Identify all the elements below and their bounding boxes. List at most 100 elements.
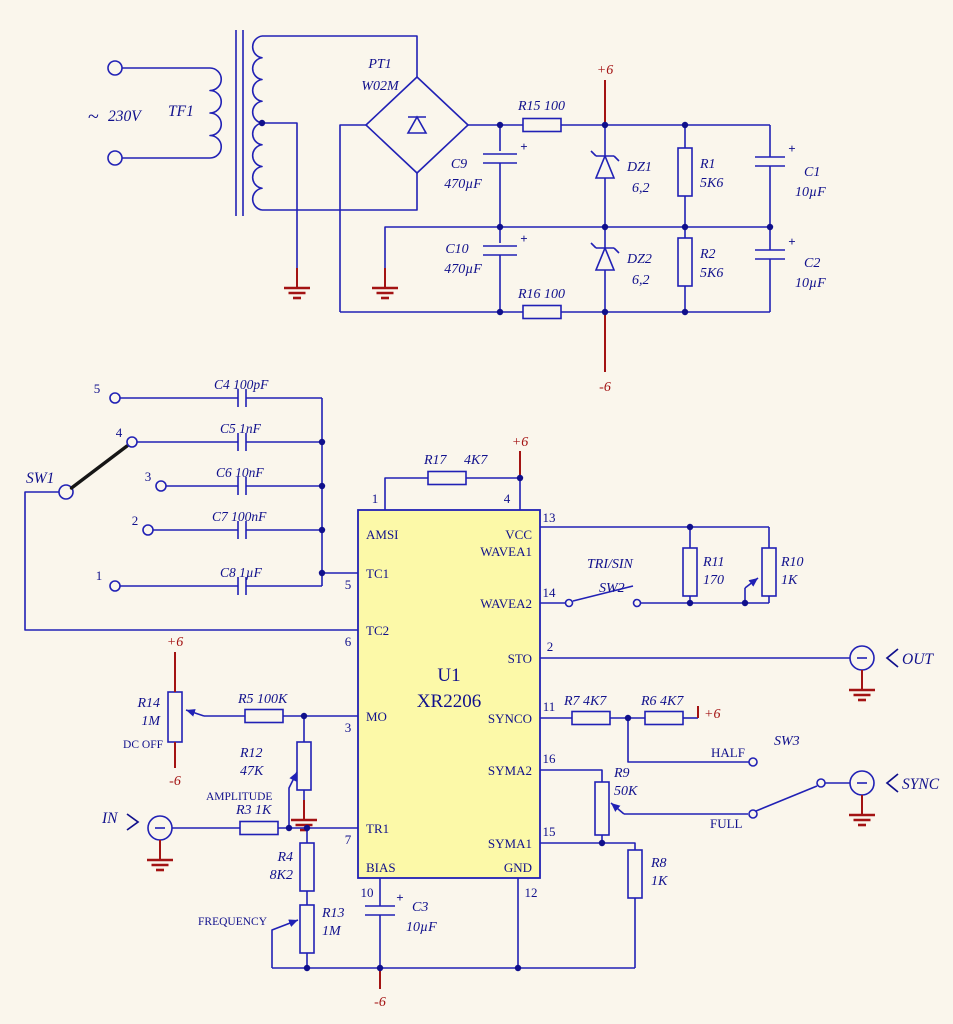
sw3-full-contact [748,809,758,819]
ic-pin-label-tc2: TC2 [366,623,389,638]
label-r11-value: 170 [703,573,724,588]
sync-arrow [885,773,899,793]
power-supply-section: ~ 230V TF1 PT1 W02M R15 100 +6 + C9 [88,30,826,395]
out-connector [849,645,875,671]
ic-pin-label-syma1: SYMA1 [488,836,532,851]
label-c7: C7 100nF [212,509,267,524]
sw1-position-3: 3 [145,469,152,484]
label-r1-value: 5K6 [700,176,723,191]
label-r2: R2 [699,247,716,262]
ic-pin-label-gnd: GND [504,860,532,875]
pin-number-7: 7 [345,832,352,847]
resistor-r8 [540,842,643,968]
ic-pin-label-syma2: SYMA2 [488,763,532,778]
mains-tilde: ~ [88,106,99,128]
label-r17-value: 4K7 [464,453,488,468]
label-dc-off: DC OFF [123,739,163,751]
ic-pin-label-wavea1: WAVEA1 [480,544,532,559]
pin-number-16: 16 [543,751,557,766]
capacitor-c1 [755,125,785,227]
pin-number-6: 6 [345,634,352,649]
c10-plus: + [520,231,527,246]
label-half: HALF [711,745,745,760]
pin-number-10: 10 [361,885,374,900]
ic-pin-label-wavea2: WAVEA2 [480,596,532,611]
pin-number-4: 4 [504,491,511,506]
resistor-r11 [682,527,698,603]
sw1-contact-4 [126,436,138,448]
ic-pin-label-bias: BIAS [366,860,396,875]
output-section: R11 170 R10 1K TRI/SIN SW2 OUT [540,526,940,968]
pin-number-13: 13 [543,510,556,525]
label-r12-value: 47K [240,764,264,779]
ic-u1-xr2206: +6 R17 4K7 1 4 AMSI VCC WAVEA1 TC1 WAVEA… [345,435,556,900]
label-c2-value: 10µF [795,276,826,291]
label-frequency: FREQUENCY [198,916,268,928]
junction-dots [258,119,774,972]
label-dz2-value: 6,2 [632,273,650,288]
ic-pin-label-mo: MO [366,709,387,724]
label-c1-value: 10µF [795,185,826,200]
label-sw2: SW2 [599,581,625,596]
power-label-minus6-psu: -6 [599,380,611,395]
label-r1: R1 [699,157,716,172]
range-switch-section: SW1 5 4 3 2 1 [24,377,358,631]
label-r13-value: 1M [322,924,342,939]
label-dz2: DZ2 [626,252,652,267]
power-label-minus6-r14: -6 [169,774,181,789]
potentiometer-r10 [744,527,777,603]
label-c9: C9 [451,157,467,172]
label-r4: R4 [276,850,293,865]
ic-pin-label-tc1: TC1 [366,566,389,581]
label-sw3: SW3 [774,734,800,749]
label-r8-value: 1K [651,874,668,889]
capacitor-c3 [365,878,395,968]
label-r2-value: 5K6 [700,266,723,281]
c2-plus: + [788,234,795,249]
label-r13: R13 [321,906,345,921]
pin-number-11: 11 [543,699,556,714]
label-r16: R16 100 [517,287,565,302]
ic-pin-label-sto: STO [508,651,532,666]
label-c2: C2 [804,256,820,271]
ic-u1-body [357,509,541,879]
sw1-contact-2 [142,524,154,536]
label-pt1-part: W02M [361,79,400,94]
sw3-common-contact [816,778,826,788]
label-dz1: DZ1 [626,160,652,175]
pin-number-12: 12 [525,885,538,900]
label-c1: C1 [804,165,820,180]
ic-pin-label-amsi: AMSI [366,527,399,542]
label-tf1: TF1 [168,103,194,120]
label-c6: C6 10nF [216,465,264,480]
label-r11: R11 [702,555,725,570]
resistor-r15 [522,117,770,133]
zero-volt-rail [384,226,770,268]
label-c3-value: 10µF [406,920,437,935]
zener-dz2 [590,227,620,312]
pin-number-2: 2 [547,639,554,654]
power-label-minus6-bottom: -6 [374,995,386,1010]
label-r8: R8 [650,856,667,871]
sw1-contact-3 [155,480,167,492]
potentiometer-r14 [167,652,205,768]
resistor-r1 [677,125,693,227]
sw3-blade [755,785,818,812]
power-label-plus6-sync: +6 [704,707,720,722]
resistor-r5 [204,708,358,724]
power-label-plus6-r14: +6 [167,635,183,650]
label-c3: C3 [412,900,428,915]
label-r5: R5 100K [237,692,288,707]
sw1-position-4: 4 [116,425,123,440]
switch-sw1 [58,392,167,592]
label-r17: R17 [423,453,448,468]
potentiometer-r12 [288,716,312,828]
pin-number-1: 1 [372,491,379,506]
c9-plus: + [520,139,527,154]
label-r7: R7 4K7 [563,694,607,709]
bridge-diode-triangle [406,115,428,134]
sw3-half-contact [748,757,758,767]
sw1-position-2: 2 [132,513,139,528]
